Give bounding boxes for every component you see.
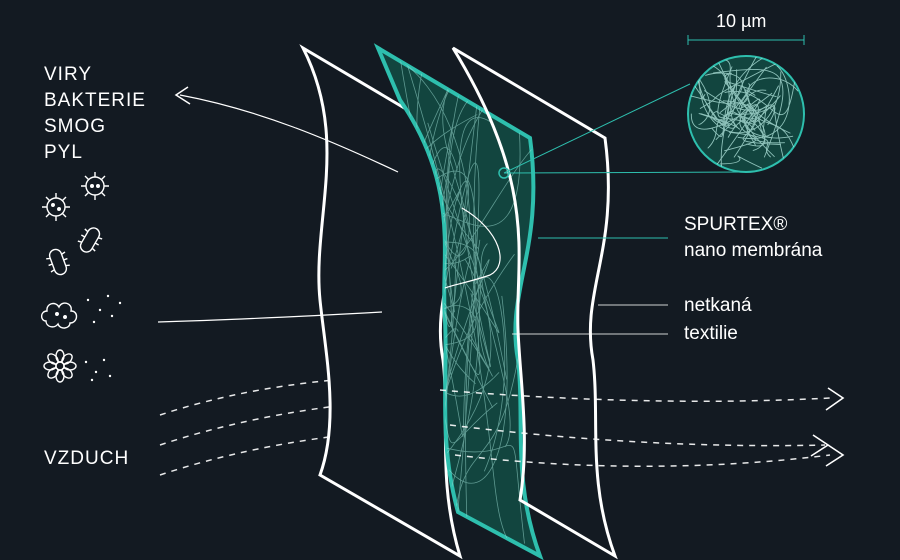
threat-pollen: PYL (44, 142, 83, 163)
scale-bar (687, 35, 805, 45)
threat-smog: SMOG (44, 116, 107, 137)
membrane-sub-label: nano membrána (684, 240, 823, 261)
fiber (418, 438, 525, 544)
fiber (746, 77, 799, 134)
bounce-arrowhead (174, 86, 191, 105)
fiber (439, 121, 460, 218)
fiber (690, 89, 756, 105)
fiber (699, 63, 777, 109)
nonwoven-label-line1: netkaná (684, 295, 752, 316)
fiber (727, 69, 756, 131)
fiber (419, 122, 500, 334)
fiber (713, 68, 784, 158)
virus-icon (42, 193, 70, 221)
fiber (715, 98, 760, 167)
fiber (724, 56, 757, 125)
fiber (724, 115, 757, 152)
zoom-point (498, 167, 510, 179)
bounce-arrow (179, 94, 399, 173)
scale-label: 10 µm (716, 11, 767, 31)
membrane-brand-label: SPURTEX® (684, 214, 788, 235)
fiber (742, 103, 782, 146)
fiber (727, 117, 766, 151)
fiber (704, 90, 767, 139)
air-flow-out (439, 389, 831, 467)
fiber (695, 70, 736, 129)
nonwoven-label-line2: textilie (684, 323, 738, 344)
smog-cloud-icon (40, 302, 78, 329)
fiber (711, 56, 766, 137)
fiber (698, 71, 782, 134)
curve-in-membrane (444, 207, 501, 289)
fiber (719, 155, 763, 169)
pollen-particles (84, 358, 112, 382)
fiber (705, 72, 743, 114)
pollen-flower-icon (43, 349, 77, 383)
fiber (707, 118, 755, 149)
threat-viruses: VIRY (44, 64, 93, 85)
smog-particles (86, 294, 122, 324)
threat-bacteria: BAKTERIE (44, 90, 146, 111)
penetration-line (157, 311, 383, 323)
fiber (724, 81, 777, 117)
bacteria-icon (77, 227, 103, 253)
virus-icon (81, 172, 109, 200)
threat-list: VIRY BAKTERIE SMOG PYL (44, 62, 146, 166)
inner-layer (451, 46, 618, 560)
fiber (442, 84, 480, 490)
air-label: VZDUCH (44, 448, 130, 469)
fiber (480, 243, 511, 448)
fiber (724, 56, 799, 116)
bacteria-icon (46, 248, 70, 276)
air-flow-in (159, 376, 373, 476)
